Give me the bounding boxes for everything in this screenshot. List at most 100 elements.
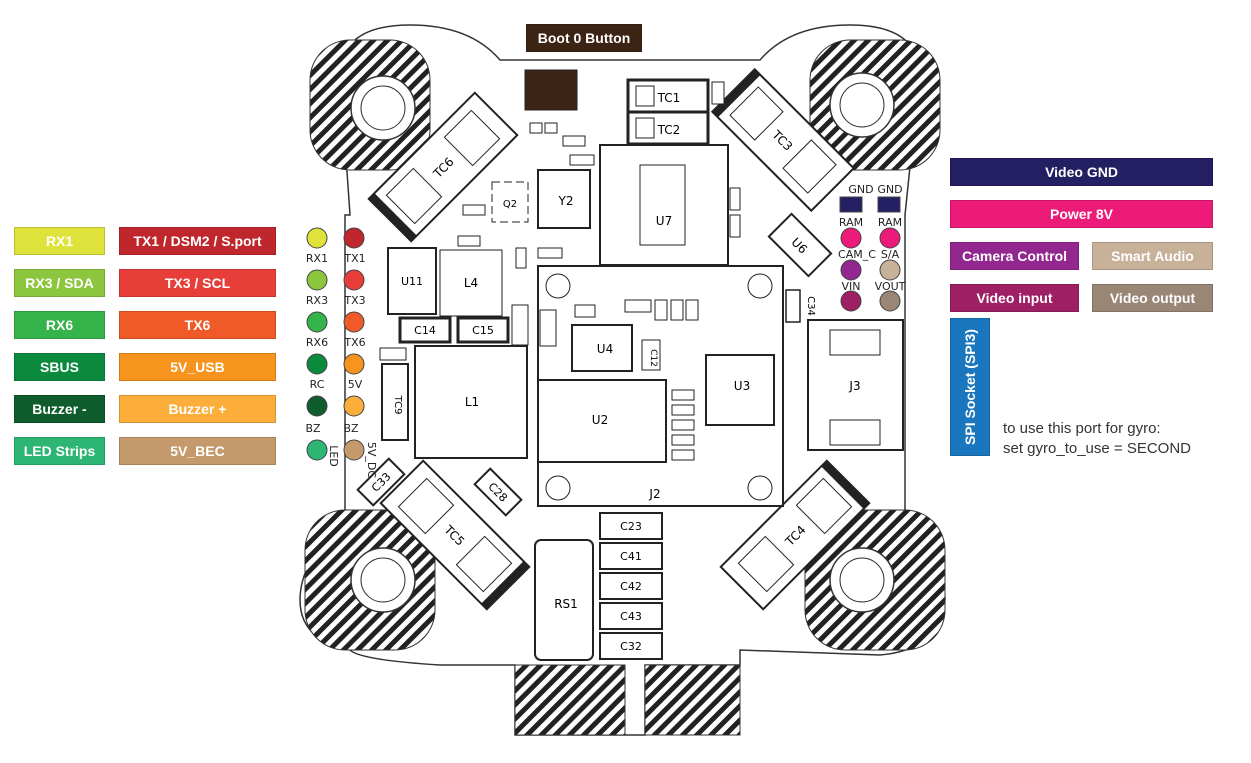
pad-labels-left: RX1 TX1 RX3 TX3 RX6 TX6 RC 5V BZ BZ LED … xyxy=(305,252,378,478)
label-rx6: RX6 xyxy=(14,311,105,339)
component-tc4: TC4 xyxy=(719,459,871,611)
text-y2: Y2 xyxy=(558,194,574,208)
text-tc1: TC1 xyxy=(657,91,681,105)
label-boot-button: Boot 0 Button xyxy=(526,24,642,52)
label-smart-audio: Smart Audio xyxy=(1092,242,1213,270)
text-c42: C42 xyxy=(620,580,642,593)
label-led-strips: LED Strips xyxy=(14,437,105,465)
component-c34: C34 xyxy=(785,289,816,323)
power-pad-left xyxy=(514,664,626,736)
pad-label-rx3: RX3 xyxy=(306,294,328,307)
label-rx3: RX3 / SDA xyxy=(14,269,105,297)
text-u11: U11 xyxy=(401,275,423,288)
text-c41: C41 xyxy=(620,550,642,563)
label-buzzer-minus: Buzzer - xyxy=(14,395,105,423)
label-video-output: Video output xyxy=(1092,284,1213,312)
component-c12: C12 xyxy=(641,339,661,371)
text-u2: U2 xyxy=(592,413,608,427)
pad-label-ram-1: RAM xyxy=(839,216,863,229)
mount-top-right xyxy=(809,39,941,171)
pad-label-cam: CAM_C xyxy=(838,248,876,261)
capacitor-stack: C23 C41 C42 C43 C32 xyxy=(599,512,663,660)
component-tc1: TC1 xyxy=(626,78,710,114)
label-tx3: TX3 / SCL xyxy=(119,269,276,297)
pad-label-sa: S/A xyxy=(881,248,900,261)
component-u7: U7 xyxy=(599,144,729,266)
pads-right xyxy=(839,196,901,312)
component-u3: U3 xyxy=(705,354,775,426)
pad-label-tx1: TX1 xyxy=(343,252,365,265)
text-c43: C43 xyxy=(620,610,642,623)
label-spi-socket: SPI Socket (SPI3) xyxy=(950,318,990,456)
label-spi-socket-text: SPI Socket (SPI3) xyxy=(962,329,978,445)
text-j3: J3 xyxy=(848,379,860,393)
component-j3: J3 xyxy=(807,319,904,451)
pad-label-rc: RC xyxy=(310,378,325,391)
component-u11: U11 xyxy=(387,247,437,315)
text-l1: L1 xyxy=(465,395,479,409)
text-c15: C15 xyxy=(472,324,494,337)
pad-label-ram-2: RAM xyxy=(878,216,902,229)
component-rs1: RS1 xyxy=(534,539,594,661)
text-c12: C12 xyxy=(648,349,658,367)
boot-button-component xyxy=(524,69,578,111)
component-tc2: TC2 xyxy=(626,110,710,146)
label-tx6: TX6 xyxy=(119,311,276,339)
component-tc3: TC3 xyxy=(710,67,856,213)
text-q2: Q2 xyxy=(503,199,517,210)
text-u4: U4 xyxy=(597,342,613,356)
pad-label-bz-minus: BZ xyxy=(305,422,321,435)
pad-label-bz-plus: BZ xyxy=(343,422,359,435)
label-5v-bec: 5V_BEC xyxy=(119,437,276,465)
pad-label-vin: VIN xyxy=(842,280,861,293)
label-tx1: TX1 / DSM2 / S.port xyxy=(119,227,276,255)
component-l1: L1 xyxy=(414,345,528,459)
label-video-input: Video input xyxy=(950,284,1079,312)
pad-label-led: LED xyxy=(327,445,340,467)
pads-left xyxy=(306,227,365,461)
text-c14: C14 xyxy=(414,324,436,337)
mount-bottom-left xyxy=(304,509,436,651)
pad-label-tx6: TX6 xyxy=(343,336,365,349)
text-u7: U7 xyxy=(656,214,672,228)
text-c34: C34 xyxy=(805,296,816,316)
text-j2: J2 xyxy=(648,487,660,501)
text-tc2: TC2 xyxy=(657,123,681,137)
pad-label-rx1: RX1 xyxy=(306,252,328,265)
mount-top-left xyxy=(309,39,431,171)
label-power-8v: Power 8V xyxy=(950,200,1213,228)
small-smd-parts xyxy=(379,81,741,461)
component-c15: C15 xyxy=(456,316,510,344)
label-sbus: SBUS xyxy=(14,353,105,381)
pad-labels-right: GND GND RAM RAM CAM_C S/A VIN VOUT xyxy=(838,183,906,293)
label-5v-usb: 5V_USB xyxy=(119,353,276,381)
pad-label-gnd-1: GND xyxy=(848,183,873,196)
component-tc5: TC5 xyxy=(379,459,531,611)
text-rs1: RS1 xyxy=(554,597,578,611)
label-buzzer-plus: Buzzer + xyxy=(119,395,276,423)
label-camera-control: Camera Control xyxy=(950,242,1079,270)
text-l4: L4 xyxy=(464,276,478,290)
pad-label-vout: VOUT xyxy=(875,280,906,293)
pad-label-rx6: RX6 xyxy=(306,336,328,349)
component-tc9: TC9 xyxy=(381,363,409,441)
component-tc6: TC6 xyxy=(367,91,519,243)
gyro-note: to use this port for gyro: set gyro_to_u… xyxy=(1003,419,1191,459)
text-c23: C23 xyxy=(620,520,642,533)
component-y2: Y2 xyxy=(537,169,591,229)
pad-label-gnd-2: GND xyxy=(877,183,902,196)
pad-label-5vdc: 5V_DC xyxy=(365,442,378,478)
component-c14: C14 xyxy=(398,316,452,344)
component-u6: U6 xyxy=(767,212,833,278)
component-q2: Q2 xyxy=(491,181,529,223)
gyro-note-line1: to use this port for gyro: xyxy=(1003,420,1161,437)
text-tc9: TC9 xyxy=(392,395,403,415)
text-u3: U3 xyxy=(734,379,750,393)
component-u4: U4 xyxy=(571,324,633,372)
pad-label-tx3: TX3 xyxy=(343,294,365,307)
mount-bottom-right xyxy=(804,509,946,651)
power-pad-right xyxy=(644,664,741,736)
label-rx1: RX1 xyxy=(14,227,105,255)
gyro-note-line2: set gyro_to_use = SECOND xyxy=(1003,440,1192,457)
